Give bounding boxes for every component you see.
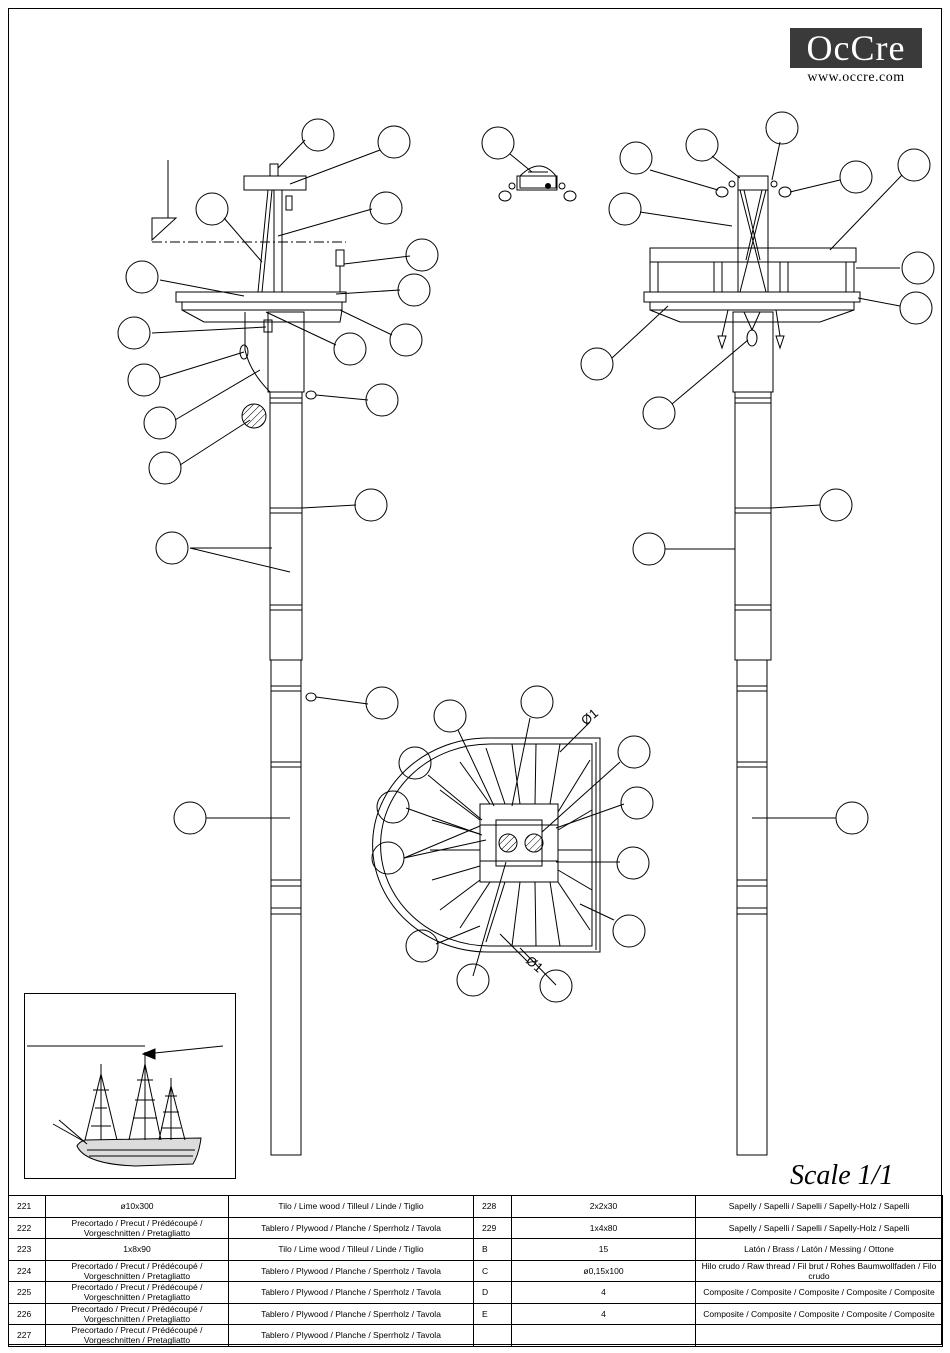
side-view-callouts	[117, 118, 439, 835]
table-row: 225 Precortado / Precut / Prédécoupé / V…	[8, 1281, 943, 1304]
logo-url: www.occre.com	[807, 70, 905, 85]
part-size: ø10x300	[45, 1195, 229, 1218]
table-row: 222 Precortado / Precut / Prédécoupé / V…	[8, 1216, 943, 1239]
front-view-mast	[643, 175, 861, 1156]
front-view-leaders	[611, 141, 903, 819]
platform-leaders	[403, 717, 625, 986]
part-size: 4	[511, 1281, 696, 1304]
part-size	[511, 1324, 696, 1347]
part-ref: 226	[8, 1302, 46, 1325]
side-view-mast	[151, 160, 347, 1156]
part-material	[695, 1324, 943, 1347]
table-row: 224 Precortado / Precut / Prédécoupé / V…	[8, 1259, 943, 1282]
cap-detail	[481, 126, 577, 202]
top-platform-plan	[372, 721, 601, 963]
occre-logo: OcCre www.occre.com	[790, 28, 922, 88]
table-row: 223 1x8x90 Tilo / Lime wood / Tilleul / …	[8, 1238, 943, 1261]
part-material: Tablero / Plywood / Planche / Sperrholz …	[228, 1302, 474, 1325]
platform-callouts	[371, 685, 654, 1003]
part-ref: 227	[8, 1324, 46, 1347]
part-ref: 222	[8, 1216, 46, 1239]
table-row: 227 Precortado / Precut / Prédécoupé / V…	[8, 1324, 943, 1347]
part-size: Precortado / Precut / Prédécoupé / Vorge…	[45, 1259, 229, 1282]
part-size: Precortado / Precut / Prédécoupé / Vorge…	[45, 1281, 229, 1304]
side-view-leaders	[151, 139, 411, 819]
part-ref: B	[473, 1238, 512, 1261]
part-ref: E	[473, 1302, 512, 1325]
part-material: Latón / Brass / Latón / Messing / Ottone	[695, 1238, 943, 1261]
part-size: ø0,15x100	[511, 1259, 696, 1282]
part-ref: C	[473, 1259, 512, 1282]
part-size: 1x4x80	[511, 1216, 696, 1239]
part-ref: 228	[473, 1195, 512, 1218]
part-material: Tilo / Lime wood / Tilleul / Linde / Tig…	[228, 1238, 474, 1261]
part-material: Tablero / Plywood / Planche / Sperrholz …	[228, 1259, 474, 1282]
ship-location-inset	[24, 993, 236, 1179]
part-material: Tablero / Plywood / Planche / Sperrholz …	[228, 1281, 474, 1304]
part-material: Composite / Composite / Composite / Comp…	[695, 1302, 943, 1325]
part-material: Tablero / Plywood / Planche / Sperrholz …	[228, 1216, 474, 1239]
part-ref	[473, 1324, 512, 1347]
part-material: Composite / Composite / Composite / Comp…	[695, 1281, 943, 1304]
front-view-callouts	[580, 111, 935, 835]
diameter-label-top: Ø1	[578, 705, 601, 728]
part-size: 1x8x90	[45, 1238, 229, 1261]
part-ref: 221	[8, 1195, 46, 1218]
part-size: 4	[511, 1302, 696, 1325]
ship-silhouette	[27, 1045, 224, 1167]
parts-list-table: 221 ø10x300 Tilo / Lime wood / Tilleul /…	[8, 1195, 943, 1347]
part-size: 2x2x30	[511, 1195, 696, 1218]
part-ref: 224	[8, 1259, 46, 1282]
part-size: 15	[511, 1238, 696, 1261]
table-row: 221 ø10x300 Tilo / Lime wood / Tilleul /…	[8, 1195, 943, 1218]
part-ref: 223	[8, 1238, 46, 1261]
part-material: Sapelly / Sapelli / Sapelli / Sapelly-Ho…	[695, 1195, 943, 1218]
part-size: Precortado / Precut / Prédécoupé / Vorge…	[45, 1216, 229, 1239]
scale-label: Scale 1/1	[790, 1160, 894, 1191]
part-size: Precortado / Precut / Prédécoupé / Vorge…	[45, 1324, 229, 1347]
part-material: Tablero / Plywood / Planche / Sperrholz …	[228, 1324, 474, 1347]
logo-wordmark: OcCre	[790, 28, 922, 68]
part-ref: 229	[473, 1216, 512, 1239]
part-size: Precortado / Precut / Prédécoupé / Vorge…	[45, 1302, 229, 1325]
table-row: 226 Precortado / Precut / Prédécoupé / V…	[8, 1302, 943, 1325]
diameter-label-bottom: Ø1	[523, 953, 546, 976]
part-material: Hilo crudo / Raw thread / Fil brut / Roh…	[695, 1259, 943, 1282]
part-material: Sapelly / Sapelli / Sapelli / Sapelly-Ho…	[695, 1216, 943, 1239]
part-material: Tilo / Lime wood / Tilleul / Linde / Tig…	[228, 1195, 474, 1218]
part-ref: 225	[8, 1281, 46, 1304]
part-ref: D	[473, 1281, 512, 1304]
